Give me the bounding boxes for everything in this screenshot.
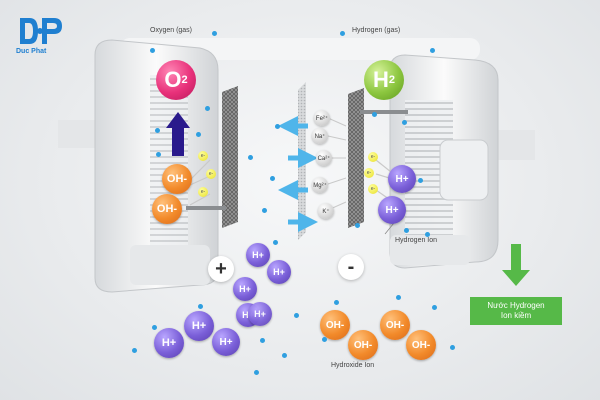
bubble xyxy=(254,370,259,375)
oh-ion: OH- xyxy=(348,330,378,360)
minus-sign: - xyxy=(338,254,364,280)
right-shaft xyxy=(495,130,535,160)
plus-sign: + xyxy=(208,256,234,282)
cathode-h-ion: H+ xyxy=(378,196,406,224)
left-housing-base xyxy=(130,245,210,285)
oh-ion: OH- xyxy=(320,310,350,340)
bubble xyxy=(262,208,267,213)
bubble xyxy=(260,338,265,343)
bubble xyxy=(404,228,409,233)
metal-ion: Na⁺ xyxy=(312,128,328,144)
bubble xyxy=(322,337,327,342)
bubble xyxy=(156,152,161,157)
bubble xyxy=(152,325,157,330)
electron: e- xyxy=(368,152,378,162)
bubble xyxy=(150,48,155,53)
bubble xyxy=(432,305,437,310)
cathode-rod xyxy=(360,110,408,114)
oxygen-gas-label: Oxygen (gas) xyxy=(150,27,193,34)
h-ion: H+ xyxy=(154,328,184,358)
hydrogen-gas-label: Hydrogen (gas) xyxy=(352,27,401,34)
bubble xyxy=(340,31,345,36)
bubble xyxy=(282,353,287,358)
hydroxide-ion-label: Hydroxide Ion xyxy=(331,362,375,369)
bubble xyxy=(418,178,423,183)
metal-ion: Mg²⁺ xyxy=(312,177,328,193)
metal-ion: Fe²⁺ xyxy=(314,110,330,126)
hydrogen-subscript: 2 xyxy=(388,74,395,86)
bubble xyxy=(402,120,407,125)
cathode-h-ion: H+ xyxy=(388,165,416,193)
electron: e- xyxy=(368,184,378,194)
electron: e- xyxy=(206,169,216,179)
h-ion: H+ xyxy=(233,277,257,301)
bubble xyxy=(205,106,210,111)
output-line1: Nước Hydrogen xyxy=(487,301,545,310)
bubble xyxy=(212,31,217,36)
bubble xyxy=(334,300,339,305)
bubble xyxy=(355,223,360,228)
ion-wire xyxy=(327,135,347,141)
electron-wire xyxy=(189,193,211,206)
left-shaft xyxy=(58,120,96,148)
right-housing-base xyxy=(390,235,470,265)
bubble xyxy=(198,304,203,309)
logo-text: Duc Phat xyxy=(16,48,47,55)
h-ion: H+ xyxy=(248,302,272,326)
ion-wire xyxy=(327,177,347,185)
oh-ion: OH- xyxy=(406,330,436,360)
electron: e- xyxy=(198,151,208,161)
hydrogen-symbol: H xyxy=(372,67,389,92)
oxygen-up-arrow xyxy=(166,112,190,156)
oxygen-subscript: 2 xyxy=(181,74,188,86)
cathode-mesh xyxy=(348,88,364,228)
logo-icon xyxy=(20,18,62,44)
right-housing-port xyxy=(439,139,489,201)
ion-wire xyxy=(327,117,347,127)
bubble xyxy=(132,348,137,353)
bubble xyxy=(248,155,253,160)
output-water-badge: Nước Hydrogen Ion kiềm xyxy=(470,297,562,325)
bubble xyxy=(273,240,278,245)
output-line2: Ion kiềm xyxy=(500,311,532,320)
electron-wire xyxy=(189,159,211,181)
output-down-arrow xyxy=(502,244,530,286)
metal-ion: Ca²⁺ xyxy=(316,150,332,166)
bubble xyxy=(425,232,430,237)
hydrogen-ion-label: Hydrogen Ion xyxy=(395,237,438,244)
bubble xyxy=(430,48,435,53)
electron: e- xyxy=(198,187,208,197)
metal-ion: K⁺ xyxy=(318,203,334,219)
anode-oh-ion: OH- xyxy=(162,164,192,194)
bubble xyxy=(294,313,299,318)
bubble xyxy=(155,128,160,133)
bubble xyxy=(372,112,377,117)
bubble xyxy=(275,124,280,129)
oh-ion: OH- xyxy=(380,310,410,340)
bubble xyxy=(270,176,275,181)
anode-oh-ion: OH- xyxy=(152,194,182,224)
h-ion: H+ xyxy=(184,311,214,341)
bubble xyxy=(450,345,455,350)
h-ion: H+ xyxy=(212,328,240,356)
bubble xyxy=(396,295,401,300)
bubble xyxy=(196,132,201,137)
electron: e- xyxy=(364,168,374,178)
membrane xyxy=(298,82,306,240)
h-ion: H+ xyxy=(267,260,291,284)
anode-rod xyxy=(186,206,226,210)
logo: Duc Phat xyxy=(16,14,64,55)
anode-mesh xyxy=(222,86,238,228)
oxygen-symbol: O xyxy=(164,67,182,92)
h-ion: H+ xyxy=(246,243,270,267)
